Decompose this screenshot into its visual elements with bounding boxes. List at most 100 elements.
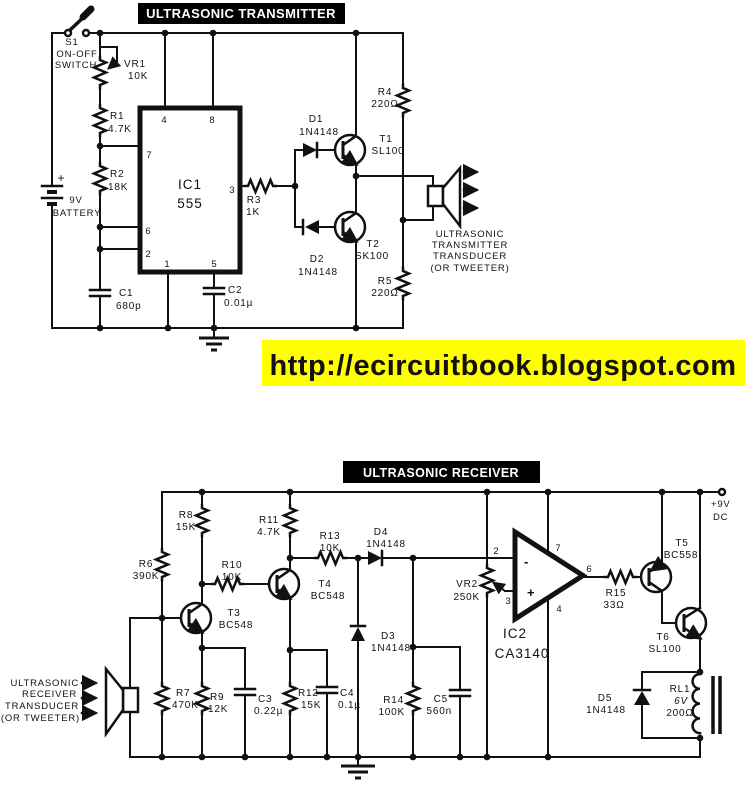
c4-value: 0.1µ <box>338 700 361 711</box>
switch-s1: S1 ON-OFF SWITCH <box>55 5 97 71</box>
r7-resistor: R7 470K <box>152 681 199 716</box>
t1-ref: T1 <box>379 134 392 145</box>
r6-value: 390K <box>133 571 160 582</box>
ic2-pin7: 7 <box>555 543 560 554</box>
vr2-ref: VR2 <box>456 579 478 590</box>
rl1-value1: 6V <box>674 696 688 707</box>
r1-ref: R1 <box>110 111 124 122</box>
c2-capacitor: C2 0.01µ <box>202 285 253 309</box>
transmitter-section: ULTRASONIC TRANSMITTER <box>40 3 509 352</box>
t6-transistor: T6 SL100 <box>649 606 708 655</box>
ic2-ref: IC2 <box>503 626 527 641</box>
t2-transistor: T2 SK100 <box>333 210 389 262</box>
battery-9v: + 9V BATTERY <box>40 171 102 219</box>
d1-ref: D1 <box>309 114 323 125</box>
r3-value: 1K <box>246 207 260 218</box>
r1-value: 4.7K <box>108 124 132 135</box>
d3-diode: D3 1N4148 <box>349 624 411 654</box>
r8-value: 15K <box>176 522 196 533</box>
ic1-pin1: 1 <box>164 259 169 270</box>
r9-ref: R9 <box>210 692 224 703</box>
battery-label: BATTERY <box>53 208 102 219</box>
vr1-wiper-arrow <box>107 56 122 70</box>
vr1-potentiometer: VR1 10K <box>90 46 148 90</box>
speaker-icon <box>426 184 445 208</box>
speaker-horn-icon <box>441 164 462 230</box>
vr2-potentiometer: VR2 250K <box>453 563 507 603</box>
r2-resistor: R2 18K <box>90 161 127 196</box>
t6-value: SL100 <box>649 644 682 655</box>
r4-resistor: R4 220Ω <box>371 83 413 118</box>
transmitter-transducer: ULTRASONIC TRANSMITTER TRANSDUCER (OR TW… <box>426 163 509 274</box>
r13-ref: R13 <box>320 531 341 542</box>
r9-resistor: R9 12K <box>192 681 228 716</box>
s1-line2: SWITCH <box>55 60 97 71</box>
d1-value: 1N4148 <box>299 127 339 138</box>
d4-ref: D4 <box>374 527 388 538</box>
r15-resistor: R15 33Ω <box>604 567 638 611</box>
d3-value: 1N4148 <box>371 643 411 654</box>
ic1-pin7: 7 <box>146 150 151 161</box>
switch-handle <box>79 5 95 21</box>
ic1-555: IC1 555 4 8 7 3 6 2 1 5 <box>137 105 243 275</box>
supply-line1: +9V <box>711 499 731 510</box>
ic1-pin6: 6 <box>145 226 150 237</box>
c2-value: 0.01µ <box>224 298 253 309</box>
speaker-icon <box>121 686 140 714</box>
r5-ref: R5 <box>378 276 392 287</box>
r10-value: 10K <box>222 572 242 583</box>
c5-capacitor: C5 560n <box>427 688 472 717</box>
rl1-value2: 200Ω <box>666 708 693 719</box>
d1-diode: D1 1N4148 <box>299 114 339 159</box>
rl1-relay: RL1 6V 200Ω <box>666 672 722 735</box>
t4-transistor: T4 BC548 <box>267 567 346 602</box>
t5-value: BC558 <box>664 550 699 561</box>
d3-ref: D3 <box>381 631 395 642</box>
t2-value: SK100 <box>355 251 389 262</box>
transmitter-wires <box>51 32 434 329</box>
ic1-pin4: 4 <box>161 115 166 126</box>
rx-transducer-line4: (OR TWEETER) <box>1 713 80 724</box>
ic1-pin5: 5 <box>211 259 216 270</box>
r14-resistor: R14 100K <box>378 681 423 718</box>
c1-ref: C1 <box>119 288 133 299</box>
r15-value: 33Ω <box>604 600 625 611</box>
receiver-junctions <box>158 488 704 761</box>
ic1-pin2: 2 <box>145 249 150 260</box>
t4-value: BC548 <box>311 591 346 602</box>
vr1-value: 10K <box>128 71 148 82</box>
r11-ref: R11 <box>259 515 279 526</box>
t4-ref: T4 <box>318 579 331 590</box>
t3-transistor: T3 BC548 <box>179 601 254 635</box>
c3-capacitor: C3 0.22µ <box>233 687 282 717</box>
rx-transducer-line1: ULTRASONIC <box>10 678 79 689</box>
speaker-horn-icon <box>104 665 125 738</box>
r8-resistor: R8 15K <box>176 503 212 538</box>
r15-ref: R15 <box>606 588 627 599</box>
transmitter-ground-symbol <box>199 327 229 352</box>
t3-value: BC548 <box>219 620 254 631</box>
transmitter-junctions <box>96 29 407 332</box>
r9-value: 12K <box>208 704 228 715</box>
c3-ref: C3 <box>258 694 272 705</box>
r1-resistor: R1 4.7K <box>90 103 132 138</box>
rx-transducer-line2: RECEIVER <box>22 689 77 700</box>
r7-value: 470K <box>172 700 199 711</box>
r6-ref: R6 <box>139 559 153 570</box>
ic2-opamp: - + 2 3 7 4 6 IC2 CA3140 <box>493 527 592 661</box>
d2-ref: D2 <box>310 254 324 265</box>
vr1-ref: VR1 <box>124 59 146 70</box>
url-banner: http://ecircuitbook.blogspot.com <box>262 340 745 386</box>
t5-transistor: T5 BC558 <box>639 538 699 594</box>
t6-ref: T6 <box>656 632 669 643</box>
r11-resistor: R11 4.7K <box>257 503 300 538</box>
d5-value: 1N4148 <box>586 705 626 716</box>
relay-coil-icon <box>691 672 702 735</box>
switch-terminal <box>81 28 91 38</box>
vr2-value: 250K <box>453 592 480 603</box>
ic2-pin3: 3 <box>505 596 510 607</box>
receiver-ground-symbol <box>341 756 375 780</box>
receiver-transducer: ULTRASONIC RECEIVER TRANSDUCER (OR TWEET… <box>1 665 140 738</box>
transmitter-title: ULTRASONIC TRANSMITTER <box>146 6 336 21</box>
